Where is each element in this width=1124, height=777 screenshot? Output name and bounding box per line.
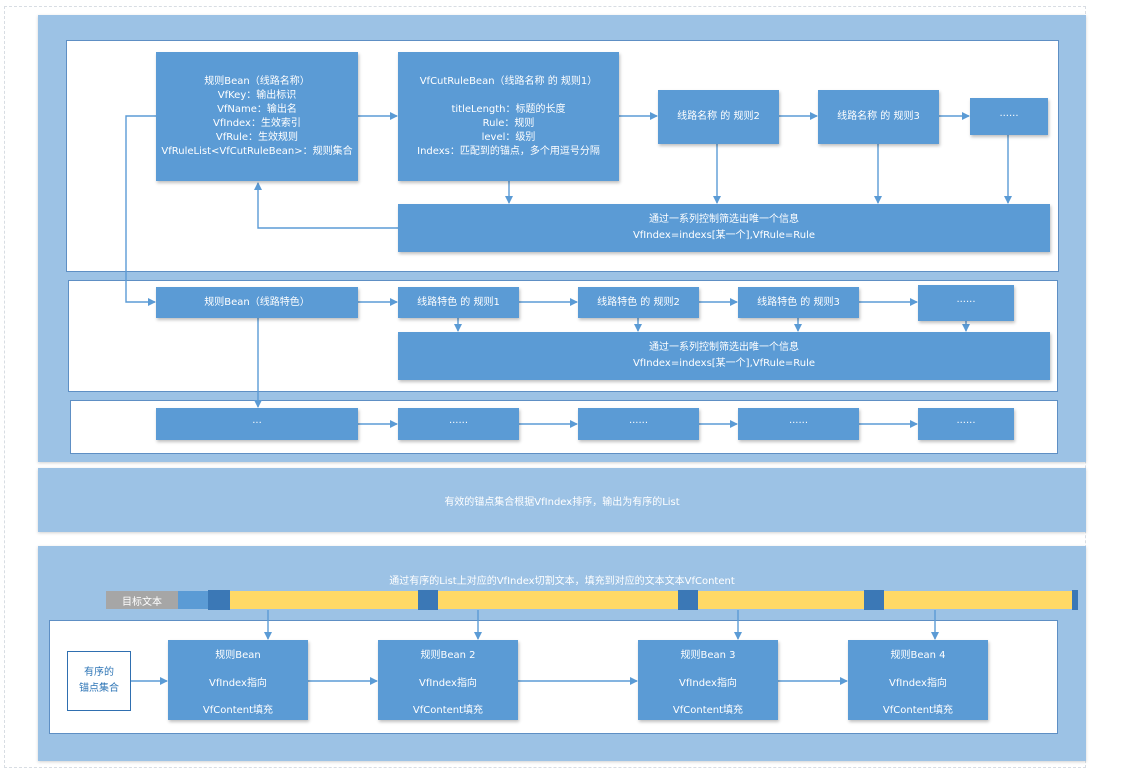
anchor-marker <box>678 590 698 610</box>
bean-content: VfContent填充 <box>202 705 274 716</box>
cut-rule-bean: VfCutRuleBean（线路名称 的 规则1） titleLength：标题… <box>398 52 619 181</box>
route-feature-more: ······ <box>918 285 1014 321</box>
bean-content: VfContent填充 <box>882 705 954 716</box>
bean-content: VfContent填充 <box>412 705 484 716</box>
filter-line-2: VfIndex=indexs[某一个],VfRule=Rule <box>632 230 816 241</box>
more-route-item: ······ <box>398 408 519 440</box>
route-name-rule-3: 线路名称 的 规则3 <box>818 90 939 144</box>
route-name-more: ······ <box>970 98 1048 135</box>
field-line: VfRule：生效规则 <box>215 131 299 143</box>
field-line: VfRuleList<VfCutRuleBean>：规则集合 <box>161 145 353 157</box>
route-feature-rule-3: 线路特色 的 规则3 <box>738 287 859 318</box>
bean-content: VfContent填充 <box>672 705 744 716</box>
anchor-set-line-1: 有序的 <box>84 667 114 678</box>
more-route-item: ······ <box>918 408 1014 440</box>
field-line: VfKey：输出标识 <box>217 89 297 101</box>
field-line: level：级别 <box>481 131 536 143</box>
field-line: Rule：规则 <box>482 117 535 129</box>
bean-card: 规则Bean 3 VfIndex指向 VfContent填充 <box>638 640 778 720</box>
more-route-first: ··· <box>156 408 358 440</box>
field-line: titleLength：标题的长度 <box>451 103 566 115</box>
field-line: VfIndex：生效索引 <box>213 117 301 129</box>
field-line: Indexs：匹配到的锚点，多个用逗号分隔 <box>417 145 600 157</box>
bean-title: 规则Bean <box>215 650 261 661</box>
anchor-set-line-2: 锚点集合 <box>79 683 119 694</box>
filter-line-1: 通过一系列控制筛选出唯一个信息 <box>648 214 799 225</box>
rule-bean-route-name: 规则Bean（线路名称） VfKey：输出标识 VfName：输出名 VfInd… <box>156 52 358 181</box>
arrow <box>125 115 156 306</box>
sort-band: 有效的锚点集合根据VfIndex排序，输出为有序的List <box>38 468 1086 532</box>
field-line: VfName：输出名 <box>217 103 297 115</box>
route-feature-rule-2: 线路特色 的 规则2 <box>578 287 699 318</box>
route-feature-filter: 通过一系列控制筛选出唯一个信息 VfIndex=indexs[某一个],VfRu… <box>398 332 1050 380</box>
anchor-marker <box>1072 590 1078 610</box>
bean-index: VfIndex指向 <box>679 677 737 689</box>
anchor-marker <box>864 590 884 610</box>
bean-title: 规则Bean 3 <box>680 650 736 661</box>
route-feature-rule-1: 线路特色 的 规则1 <box>398 287 519 318</box>
rule-bean-route-feature: 规则Bean（线路特色） <box>156 287 358 318</box>
bean-title: 规则Bean 2 <box>420 650 476 661</box>
anchor-marker <box>208 590 230 610</box>
cut-rule-title: VfCutRuleBean（线路名称 的 规则1） <box>419 75 598 87</box>
bean-card: 规则Bean VfIndex指向 VfContent填充 <box>168 640 308 720</box>
sort-band-text: 有效的锚点集合根据VfIndex排序，输出为有序的List <box>444 496 680 508</box>
bean-index: VfIndex指向 <box>209 677 267 689</box>
route-name-rule-2: 线路名称 的 规则2 <box>658 90 779 144</box>
filter-line-2: VfIndex=indexs[某一个],VfRule=Rule <box>632 358 816 369</box>
route-name-filter: 通过一系列控制筛选出唯一个信息 VfIndex=indexs[某一个],VfRu… <box>398 204 1050 252</box>
bean-title: 规则Bean 4 <box>890 650 946 661</box>
ordered-anchor-set: 有序的 锚点集合 <box>67 651 131 711</box>
bean-card: 规则Bean 4 VfIndex指向 VfContent填充 <box>848 640 988 720</box>
rule-bean-title: 规则Bean（线路名称） <box>204 75 310 87</box>
bean-index: VfIndex指向 <box>889 677 947 689</box>
more-route-item: ······ <box>738 408 859 440</box>
more-route-item: ······ <box>578 408 699 440</box>
bean-card: 规则Bean 2 VfIndex指向 VfContent填充 <box>378 640 518 720</box>
arrow <box>254 182 398 229</box>
target-text-start <box>178 591 208 609</box>
target-text-label: 目标文本 <box>106 591 178 609</box>
cut-caption: 通过有序的List上对应的VfIndex切割文本，填充到对应的文本文本VfCon… <box>389 576 735 587</box>
anchor-marker <box>418 590 438 610</box>
bean-index: VfIndex指向 <box>419 677 477 689</box>
filter-line-1: 通过一系列控制筛选出唯一个信息 <box>648 342 799 353</box>
